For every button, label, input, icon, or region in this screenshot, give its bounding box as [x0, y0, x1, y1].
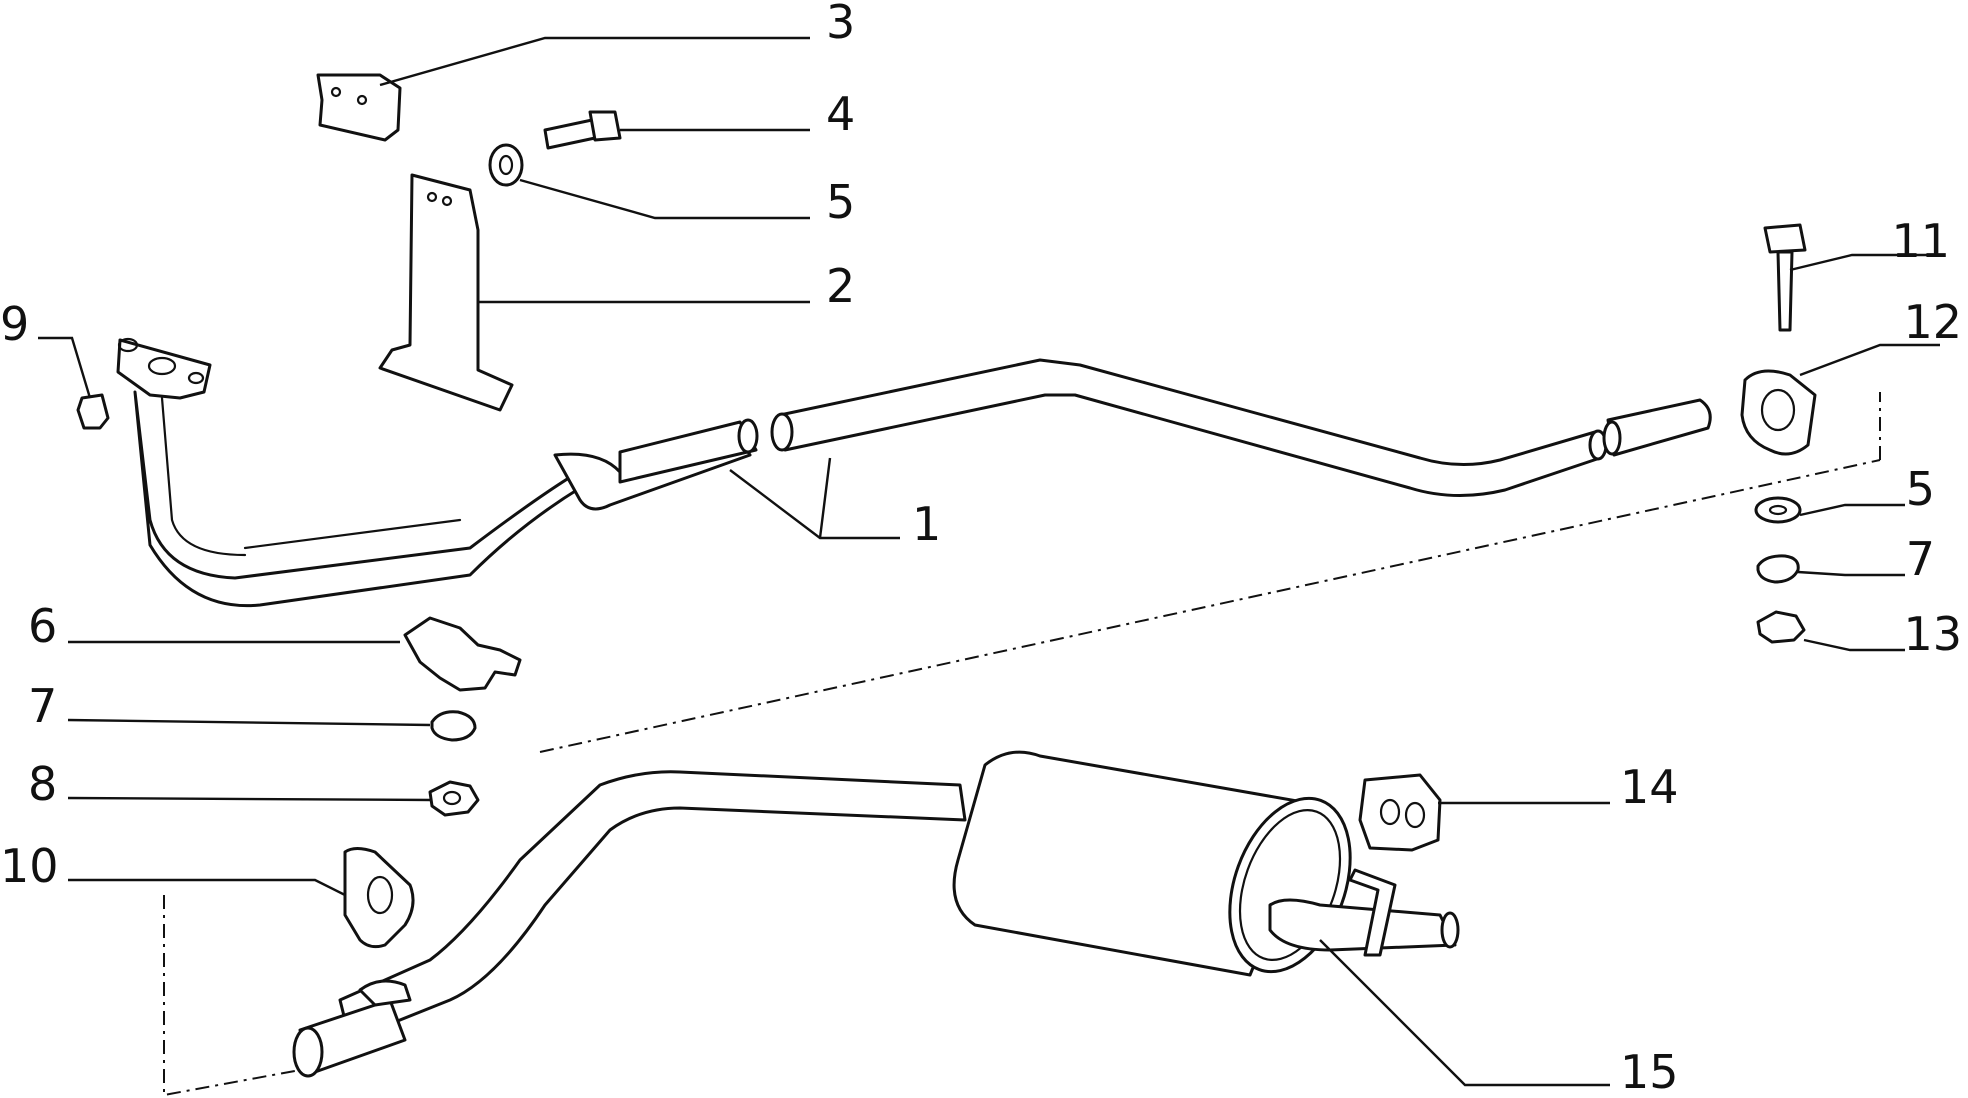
mid-pipe-inlet	[770, 412, 794, 452]
spring-washer	[1756, 554, 1800, 584]
hanger-hole	[1404, 801, 1426, 829]
muffler-hanger-bracket	[1348, 868, 1397, 957]
flange-hole	[117, 337, 139, 353]
bushing-bore	[1760, 388, 1796, 432]
front-pipe-outlet	[618, 420, 758, 484]
pipe-end	[737, 418, 759, 454]
hex-nut	[428, 780, 480, 817]
rear-muffler-assembly	[292, 750, 1460, 1078]
assembly-centerline	[163, 895, 301, 1097]
hex-nut	[1756, 610, 1806, 644]
leader-9	[38, 336, 92, 399]
callout-4: 4	[826, 87, 855, 141]
callout-7-lower: 7	[28, 679, 57, 733]
support-bracket	[378, 173, 514, 412]
flange-nut	[76, 393, 110, 430]
bolt-shank	[543, 118, 597, 150]
washer-hole	[498, 154, 514, 176]
tail-pipe	[1268, 898, 1457, 952]
bolt-head	[588, 110, 622, 142]
leader-7-right	[1797, 570, 1905, 577]
leader-3	[379, 36, 810, 87]
leader-7-lower	[67, 718, 431, 727]
callout-7-right: 7	[1906, 532, 1935, 586]
leader-10	[68, 878, 346, 897]
leader-15	[1319, 939, 1610, 1087]
callout-2: 2	[826, 259, 855, 313]
callout-9: 9	[0, 297, 29, 351]
washer-hole	[1768, 504, 1788, 516]
spring-washer	[430, 710, 477, 742]
bracket-hole	[426, 191, 438, 203]
twin-downpipes	[133, 390, 602, 608]
leader-8	[67, 796, 433, 802]
callout-14: 14	[1620, 760, 1679, 814]
leader-13	[1803, 638, 1905, 652]
callout-11: 11	[1891, 214, 1950, 268]
pipe-contour	[243, 518, 462, 550]
front-exhaust-pipe	[116, 337, 759, 608]
leader-1b	[818, 457, 832, 539]
callout-5-upper: 5	[826, 175, 855, 229]
flange-hole	[187, 371, 205, 385]
callout-10: 10	[0, 839, 59, 893]
washer	[488, 143, 524, 187]
callout-3: 3	[826, 0, 855, 49]
flange-port	[147, 356, 177, 376]
flat-washer	[1754, 496, 1802, 524]
bracket-hole	[441, 195, 453, 207]
rear-pipe-inlet	[292, 1026, 324, 1078]
muffler-end-rim	[1238, 809, 1342, 961]
callout-6: 6	[28, 599, 57, 653]
mid-pipe-tail	[1606, 398, 1712, 457]
long-bolt-shank	[1776, 250, 1794, 332]
callout-8: 8	[28, 757, 57, 811]
hanger-bushing	[1740, 369, 1817, 456]
tail-end	[1602, 420, 1622, 456]
nut-hole	[442, 790, 462, 806]
manifold-flange	[116, 338, 212, 400]
callout-12: 12	[1903, 295, 1962, 349]
leader-1a	[729, 469, 900, 540]
long-bolt-head	[1763, 223, 1807, 254]
leader-12	[1799, 343, 1940, 377]
leader-5-right	[1799, 503, 1905, 517]
mid-pipe-body	[778, 358, 1602, 497]
assembly-centerline	[539, 459, 1881, 753]
pipe-contour	[160, 396, 247, 557]
callout-5-right: 5	[1906, 462, 1935, 516]
rubber-mount	[343, 847, 415, 949]
hanger-hole	[1379, 798, 1401, 826]
clip-hole	[330, 86, 342, 98]
mount-hole	[366, 875, 394, 915]
leader-11	[1789, 253, 1940, 272]
intermediate-pipe	[770, 358, 1712, 497]
callout-15: 15	[1620, 1045, 1679, 1098]
pipe-clamp	[358, 979, 412, 1007]
rear-pipe	[338, 770, 967, 1042]
leader-5-upper	[519, 178, 810, 220]
pipe-clamp-saddle	[403, 616, 522, 692]
mounting-clip	[316, 73, 402, 142]
callout-1: 1	[912, 497, 941, 551]
tail-pipe-end	[1440, 911, 1460, 949]
clip-hole	[356, 94, 368, 106]
callout-13: 13	[1903, 607, 1962, 661]
